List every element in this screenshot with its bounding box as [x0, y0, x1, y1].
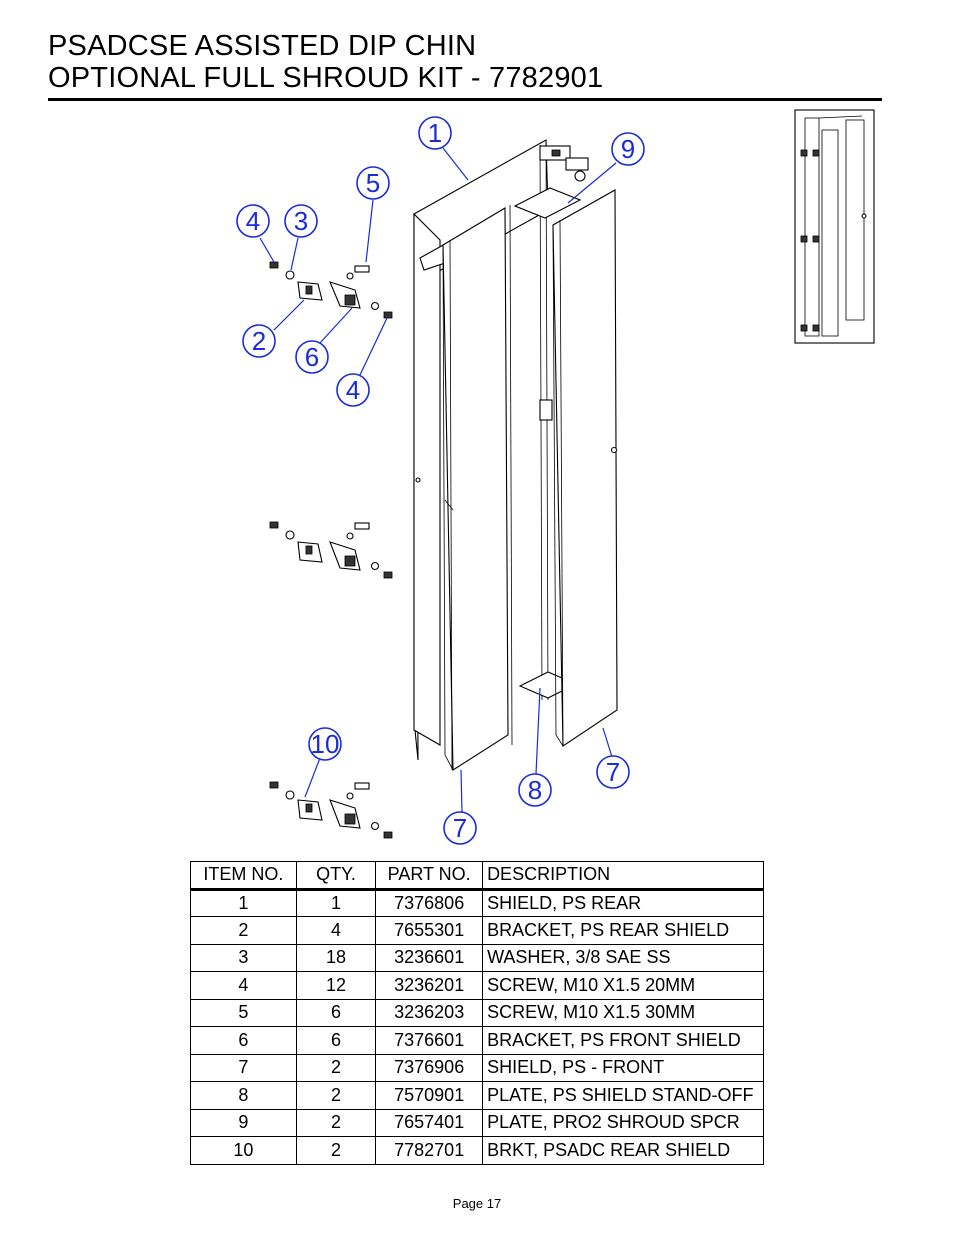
cell-part-no: 7655301: [375, 916, 484, 945]
svg-text:3: 3: [294, 206, 308, 236]
cell-part-no: 7376906: [375, 1053, 484, 1082]
cell-qty: 6: [295, 998, 377, 1027]
table-row: 7 2 7376906 SHIELD, PS - FRONT: [190, 1053, 764, 1082]
callout-4-bottom: 4: [336, 373, 370, 407]
header-qty: QTY.: [295, 861, 377, 891]
header-item-no: ITEM NO.: [190, 861, 297, 891]
callout-3: 3: [284, 204, 318, 238]
svg-text:7: 7: [453, 813, 467, 843]
table-row: 8 2 7570901 PLATE, PS SHIELD STAND-OFF: [190, 1081, 764, 1110]
hardware-group-middle: [269, 521, 393, 579]
cell-part-no: 7376601: [375, 1026, 484, 1055]
callout-6: 6: [295, 340, 329, 374]
cell-item-no: 8: [190, 1081, 297, 1110]
cell-part-no: 3236601: [375, 943, 484, 972]
cell-description: BRKT, PSADC REAR SHIELD: [482, 1136, 764, 1165]
svg-text:8: 8: [528, 775, 542, 805]
svg-text:4: 4: [346, 375, 360, 405]
cell-qty: 2: [295, 1108, 377, 1137]
cell-description: PLATE, PS SHIELD STAND-OFF: [482, 1081, 764, 1110]
front-shield-left-part: [442, 207, 509, 771]
assembled-view-inset: [794, 109, 875, 344]
cell-qty: 2: [295, 1053, 377, 1082]
svg-text:9: 9: [621, 134, 635, 164]
front-shield-right-part: [415, 189, 618, 748]
svg-text:4: 4: [246, 206, 260, 236]
callout-1: 1: [418, 116, 452, 150]
cell-item-no: 4: [190, 971, 297, 1000]
cell-description: WASHER, 3/8 SAE SS: [482, 943, 764, 972]
cell-qty: 1: [295, 888, 377, 917]
title-rule: [48, 98, 882, 101]
cell-qty: 18: [295, 943, 377, 972]
cell-qty: 4: [295, 916, 377, 945]
cell-item-no: 2: [190, 916, 297, 945]
cell-item-no: 7: [190, 1053, 297, 1082]
cell-qty: 6: [295, 1026, 377, 1055]
header-description: DESCRIPTION: [482, 861, 764, 891]
cell-description: BRACKET, PS FRONT SHIELD: [482, 1026, 764, 1055]
table-header-row: ITEM NO. QTY. PART NO. DESCRIPTION: [190, 861, 764, 891]
cell-part-no: 7657401: [375, 1108, 484, 1137]
table-row: 6 6 7376601 BRACKET, PS FRONT SHIELD: [190, 1026, 764, 1055]
cell-item-no: 3: [190, 943, 297, 972]
page-title: PSADCSE ASSISTED DIP CHIN OPTIONAL FULL …: [48, 30, 882, 94]
svg-text:5: 5: [366, 168, 380, 198]
callout-7-right: 7: [596, 755, 630, 789]
callout-5: 5: [356, 166, 390, 200]
cell-item-no: 5: [190, 998, 297, 1027]
cell-description: SHIELD, PS - FRONT: [482, 1053, 764, 1082]
cell-part-no: 7782701: [375, 1136, 484, 1165]
callout-2: 2: [242, 324, 276, 358]
hardware-group-bottom: [269, 781, 393, 839]
cell-item-no: 1: [190, 888, 297, 917]
page-number: Page 17: [452, 1196, 502, 1211]
table-row: 3 18 3236601 WASHER, 3/8 SAE SS: [190, 943, 764, 972]
table-row: 5 6 3236203 SCREW, M10 X1.5 30MM: [190, 998, 764, 1027]
cell-item-no: 6: [190, 1026, 297, 1055]
title-line-2: OPTIONAL FULL SHROUD KIT - 7782901: [48, 62, 604, 94]
svg-text:1: 1: [428, 118, 442, 148]
leader-lines: [259, 147, 617, 813]
cell-item-no: 10: [190, 1136, 297, 1165]
callout-10: 10: [308, 727, 342, 761]
callout-4-top: 4: [236, 204, 270, 238]
cell-description: SCREW, M10 X1.5 30MM: [482, 998, 764, 1027]
header-part-no: PART NO.: [375, 861, 484, 891]
table-row: 2 4 7655301 BRACKET, PS REAR SHIELD: [190, 916, 764, 945]
cell-description: SHIELD, PS REAR: [482, 888, 764, 917]
cell-part-no: 7376806: [375, 888, 484, 917]
cell-description: SCREW, M10 X1.5 20MM: [482, 971, 764, 1000]
table-row: 10 2 7782701 BRKT, PSADC REAR SHIELD: [190, 1136, 764, 1165]
hardware-group-top: [269, 261, 393, 319]
table-row: 9 2 7657401 PLATE, PRO2 SHROUD SPCR: [190, 1108, 764, 1137]
svg-text:6: 6: [305, 342, 319, 372]
cell-description: PLATE, PRO2 SHROUD SPCR: [482, 1108, 764, 1137]
bill-of-materials-table: ITEM NO. QTY. PART NO. DESCRIPTION 1 1 7…: [190, 861, 764, 1165]
table-row: 1 1 7376806 SHIELD, PS REAR: [190, 888, 764, 917]
callout-9: 9: [611, 132, 645, 166]
cell-description: BRACKET, PS REAR SHIELD: [482, 916, 764, 945]
title-line-1: PSADCSE ASSISTED DIP CHIN: [48, 30, 477, 62]
callout-7-left: 7: [443, 811, 477, 845]
svg-text:10: 10: [311, 729, 340, 759]
exploded-assembly-diagram: 1 9 5 4 3 2 6 4 10 7 8 7: [236, 109, 875, 845]
cell-qty: 2: [295, 1136, 377, 1165]
cell-part-no: 3236201: [375, 971, 484, 1000]
svg-text:2: 2: [252, 326, 266, 356]
cell-part-no: 7570901: [375, 1081, 484, 1110]
cell-item-no: 9: [190, 1108, 297, 1137]
rear-shield-part: [413, 139, 549, 761]
callout-8: 8: [518, 773, 552, 807]
cell-qty: 2: [295, 1081, 377, 1110]
cell-qty: 12: [295, 971, 377, 1000]
svg-text:7: 7: [606, 757, 620, 787]
top-bracket-assembly: [419, 145, 589, 699]
table-row: 4 12 3236201 SCREW, M10 X1.5 20MM: [190, 971, 764, 1000]
cell-part-no: 3236203: [375, 998, 484, 1027]
